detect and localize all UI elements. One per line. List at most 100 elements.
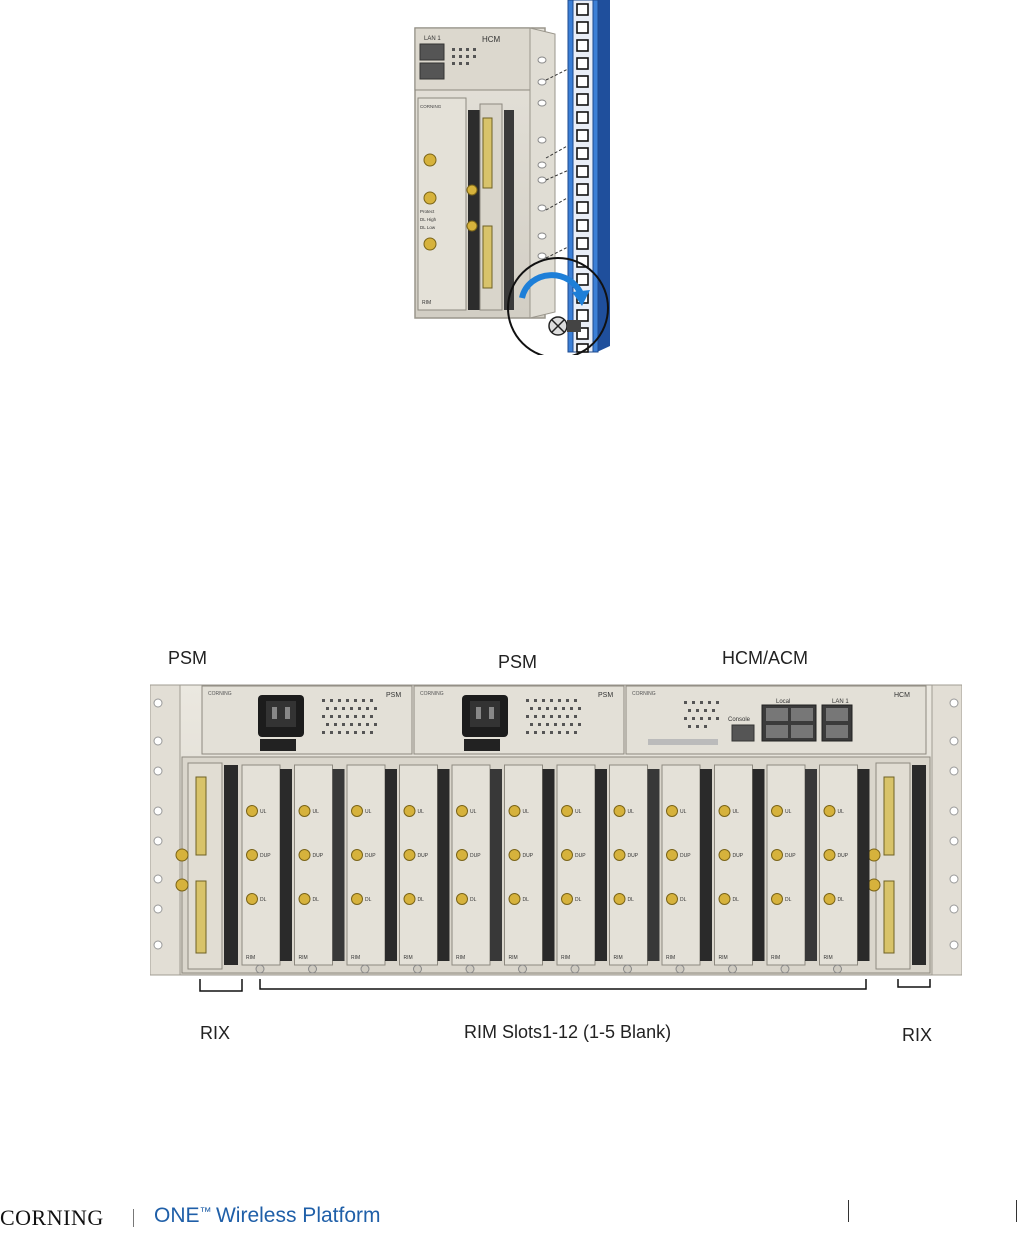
footer-corning-logo: CORNING	[0, 1205, 104, 1230]
rf-connector	[246, 893, 258, 905]
console-port	[731, 724, 755, 742]
rf-connector	[298, 805, 311, 817]
port-label: DL	[733, 897, 740, 903]
rf-connector	[423, 153, 437, 167]
card-screw	[308, 964, 317, 974]
rotation-arrowhead	[572, 290, 590, 306]
rf-connector	[456, 805, 468, 817]
rf-connector	[561, 849, 573, 861]
rim-card	[417, 97, 467, 311]
rf-connector	[351, 893, 363, 905]
mounting-ear-right	[931, 684, 962, 976]
mounting-ear	[529, 27, 556, 319]
rf-connector	[423, 237, 437, 251]
rf-connector	[456, 893, 468, 905]
power-switch	[260, 739, 296, 751]
card-screw	[413, 964, 422, 974]
ethernet-port	[419, 43, 445, 61]
rf-connector	[771, 893, 783, 905]
rim-label: RIM	[824, 955, 833, 961]
local-label: Local	[776, 699, 790, 705]
rim-label: RIM	[299, 955, 308, 961]
screw-icon	[548, 316, 581, 336]
card-screw	[518, 964, 527, 974]
rf-connector	[298, 893, 311, 905]
footer-separator	[133, 1209, 134, 1227]
rotation-arrow	[519, 272, 585, 299]
ethernet-port	[419, 62, 445, 80]
port-label: DUP	[418, 853, 429, 859]
port-label: UL	[418, 809, 425, 815]
port-label: UL	[365, 809, 372, 815]
hcm-module: CORNING HCM Console Local LAN 1	[625, 685, 927, 755]
port-label: DL	[785, 897, 792, 903]
port-label: DUP	[313, 853, 324, 859]
rack-mount-figure: LAN 1 HCM CORNING Protect DL High DL Low…	[414, 0, 610, 355]
rf-connector	[823, 893, 836, 905]
rf-connector	[771, 805, 783, 817]
hcm-acm-label: HCM/ACM	[722, 648, 808, 668]
port-label: UL	[260, 809, 267, 815]
label-brackets	[199, 979, 931, 992]
rf-connector	[298, 849, 311, 861]
rf-connector	[718, 893, 731, 905]
rim-label: RIM	[404, 955, 413, 961]
card-brand-label: CORNING	[632, 691, 656, 697]
dl-high-label: DL High	[420, 217, 437, 222]
card-screw	[570, 964, 580, 974]
detail-callout-circle	[507, 257, 609, 355]
rf-connector	[613, 893, 626, 905]
card-screw	[623, 964, 632, 974]
vent-grid	[452, 48, 476, 65]
card-brand-label: CORNING	[208, 691, 232, 697]
rim-slots-bracket	[259, 979, 867, 990]
rf-connector	[403, 893, 416, 905]
rf-connector	[771, 849, 783, 861]
card-screw	[360, 964, 370, 974]
card-screw	[728, 964, 737, 974]
port-label: DL	[523, 897, 530, 903]
psm-module-center: CORNING PSM	[413, 685, 625, 755]
port-label: DUP	[575, 853, 586, 859]
rim-label: RIM	[456, 955, 465, 961]
card-brand-label: CORNING	[420, 104, 442, 109]
port-label: DL	[470, 897, 477, 903]
port-label: DUP	[733, 853, 744, 859]
card-screw	[833, 964, 842, 974]
rim-label: RIM	[771, 955, 780, 961]
rf-connector	[466, 184, 478, 196]
port-label: DUP	[470, 853, 481, 859]
port-label: DL	[365, 897, 372, 903]
psm-panel-label: PSM	[386, 692, 401, 699]
rim-label: RIM	[719, 955, 728, 961]
chassis-figure: CORNING PSM CORNING PSM	[150, 684, 962, 976]
rf-connector	[666, 805, 678, 817]
mounting-holes	[537, 56, 547, 260]
rf-connector	[666, 849, 678, 861]
rix-card-left	[175, 762, 238, 970]
card-slot	[504, 110, 514, 310]
psm-module-left: CORNING PSM	[201, 685, 413, 755]
rf-connector	[613, 805, 626, 817]
rim-label: RIM	[509, 955, 518, 961]
port-label: DUP	[785, 853, 796, 859]
rf-connector	[823, 805, 836, 817]
port-label: DL	[628, 897, 635, 903]
footer-tm: ™	[199, 1204, 212, 1219]
rim-label: RIM	[561, 955, 570, 961]
card-slot	[468, 110, 480, 310]
port-label: UL	[575, 809, 582, 815]
rf-connector	[508, 849, 521, 861]
rim-slots-label: RIM Slots1-12 (1-5 Blank)	[464, 1022, 672, 1042]
lan-label: LAN 1	[832, 699, 849, 705]
footer-tick-right	[1016, 1200, 1017, 1222]
rix-left-label: RIX	[200, 1023, 231, 1043]
rim-cards: ULDUPDLRIMULDUPDLRIMULDUPDLRIMULDUPDLRIM…	[241, 764, 870, 974]
rf-connector	[466, 220, 478, 232]
